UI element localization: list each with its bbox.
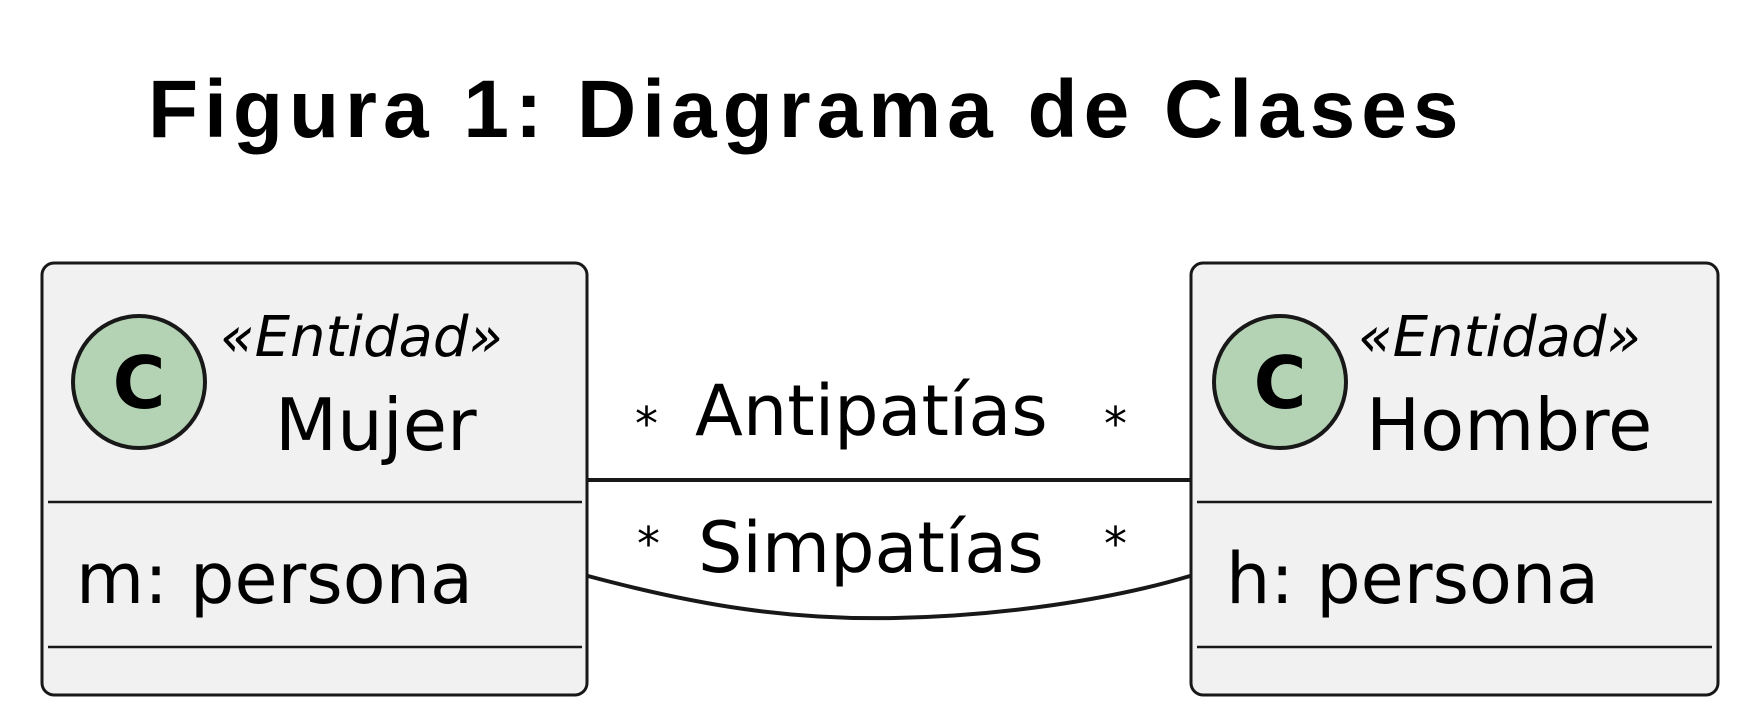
class-name-hombre: Hombre (1366, 383, 1652, 467)
simpatias-label: Simpatías (698, 507, 1044, 589)
antipatias-target-multiplicity: * (1104, 397, 1127, 451)
class-c-letter: C (113, 341, 166, 425)
association-line-simpatias (587, 574, 1191, 621)
simpatias-target-multiplicity: * (1104, 517, 1127, 571)
class-c-icon: C (1212, 314, 1348, 450)
class-stereotype: «Entidad» (1358, 305, 1641, 370)
antipatias-label: Antipatías (695, 370, 1048, 452)
class-c-letter: C (1254, 341, 1307, 425)
class-c-icon: C (71, 314, 207, 450)
antipatias-source-multiplicity: * (635, 397, 658, 451)
class-name-mujer: Mujer (275, 383, 477, 467)
class-box-mujer[interactable]: C «Entidad» Mujer m: persona (40, 261, 589, 697)
class-attribute: h: persona (1226, 538, 1599, 620)
class-attribute: m: persona (76, 538, 473, 620)
class-box-hombre[interactable]: C «Entidad» Hombre h: persona (1189, 261, 1720, 697)
simpatias-source-multiplicity: * (637, 517, 660, 571)
class-stereotype: «Entidad» (220, 305, 503, 370)
diagram-title: Figura 1: Diagrama de Clases (148, 64, 1464, 155)
